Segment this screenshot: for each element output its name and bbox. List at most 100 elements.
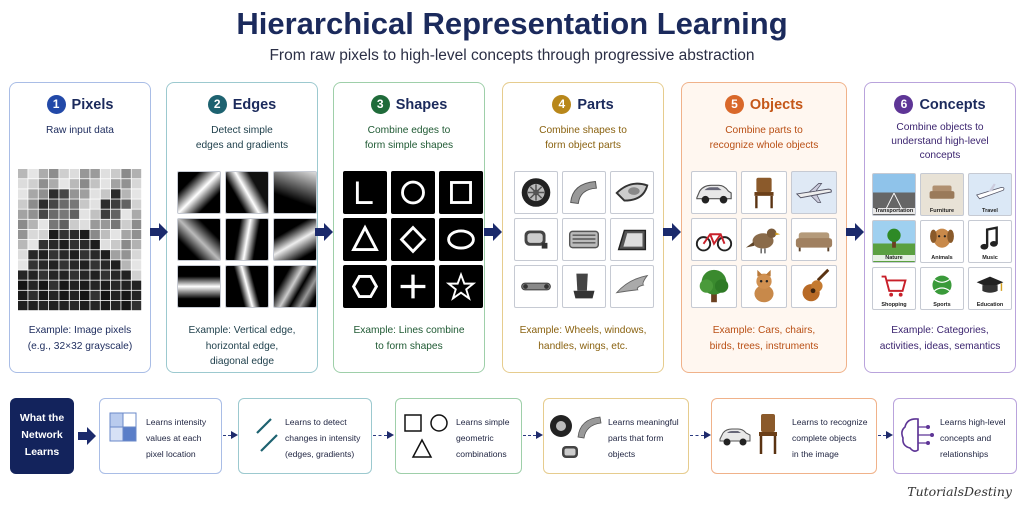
stage-title: Parts (577, 97, 613, 113)
stage-example-line: Example: Cars, chairs, (686, 323, 842, 339)
pixel-cell (49, 199, 59, 208)
car-icon (691, 171, 737, 214)
pixel-cell (111, 250, 121, 259)
dashed-connector (690, 435, 704, 436)
pixel-cell (132, 291, 142, 300)
pixel-cell (90, 250, 100, 259)
square-shape-icon (439, 171, 483, 214)
pixel-cell (70, 189, 80, 198)
flow-arrow-icon (483, 222, 503, 242)
learns-text-line: values at each (146, 430, 206, 446)
concept-label: Shopping (873, 302, 915, 308)
pixel-cell (101, 210, 111, 219)
pixel-cell (132, 250, 142, 259)
pixel-cell (80, 260, 90, 269)
learns-label-line: Network (10, 427, 74, 444)
wing-icon (610, 265, 654, 308)
page-subtitle: From raw pixels to high-level concepts t… (0, 47, 1024, 65)
concept-education: Education (968, 267, 1012, 310)
pixel-cell (28, 281, 38, 290)
bird-icon (741, 218, 787, 261)
pixel-cell (111, 179, 121, 188)
stage-title: Pixels (72, 97, 114, 113)
stage-example-line: to form shapes (338, 339, 480, 355)
stage-example-line: birds, trees, instruments (686, 339, 842, 355)
pixel-cell (49, 169, 59, 178)
pixel-cell (80, 291, 90, 300)
learns-text-line: parts that form (608, 430, 679, 446)
pixel-cell (101, 301, 111, 310)
pixel-cell (121, 189, 131, 198)
geometric-shapes-icon (402, 412, 454, 462)
pixel-cell (132, 210, 142, 219)
edge-filter-vertical (225, 218, 269, 261)
pixel-cell (121, 250, 131, 259)
pixel-cell (111, 270, 121, 279)
guitar-icon (791, 265, 837, 308)
pixel-cell (70, 281, 80, 290)
concept-label: Transportation (873, 208, 915, 214)
learns-text-line: relationships (940, 446, 1005, 462)
pixel-cell (49, 260, 59, 269)
plus-shape-icon (391, 265, 435, 308)
flow-arrow-icon (77, 426, 97, 446)
stage-number-badge: 6 (894, 95, 913, 114)
pixel-cell (121, 230, 131, 239)
concept-label: Nature (873, 255, 915, 261)
pixel-cell (101, 189, 111, 198)
edge-filter-diagonal (273, 218, 317, 261)
concept-label: Travel (969, 208, 1011, 214)
pixel-cell (90, 270, 100, 279)
learns-text-line: in the image (792, 446, 867, 462)
learns-text-line: pixel location (146, 446, 206, 462)
stage-description-line: Combine parts to (686, 123, 842, 138)
learns-text-line: Learns intensity (146, 414, 206, 430)
pixel-cell (132, 230, 142, 239)
dashed-connector (523, 435, 536, 436)
learns-box-concepts: Learns high-level concepts and relations… (893, 398, 1017, 474)
pixel-cell (90, 199, 100, 208)
pixel-cell (49, 210, 59, 219)
pixel-cell (121, 210, 131, 219)
stage-description-line: recognize whole objects (686, 138, 842, 153)
cat-icon (741, 265, 787, 308)
pixel-cell (121, 281, 131, 290)
page-title: Hierarchical Representation Learning (0, 6, 1024, 42)
dashed-arrowhead-icon (886, 431, 893, 439)
dashed-arrowhead-icon (231, 431, 238, 439)
edge-filter-diagonal (177, 171, 221, 214)
pixel-cell (28, 220, 38, 229)
brand-logo: TutorialsDestiny (907, 484, 1012, 499)
learns-text-line: Learns meaningful (608, 414, 679, 430)
stage-example-line: diagonal edge (171, 354, 313, 370)
stage-description-line: edges and gradients (171, 138, 313, 153)
pixel-cell (18, 230, 28, 239)
stage-number-badge: 2 (208, 95, 227, 114)
pixel-cell (80, 250, 90, 259)
stage-description-line: Detect simple (171, 123, 313, 138)
stage-example-line: Example: Lines combine (338, 323, 480, 339)
stage-number-badge: 5 (725, 95, 744, 114)
pixel-cell (59, 260, 69, 269)
pixel-cell (70, 250, 80, 259)
pixel-cell (39, 199, 49, 208)
seat-icon (562, 265, 606, 308)
pixel-cell (132, 179, 142, 188)
stage-example-line: horizontal edge, (171, 339, 313, 355)
pixel-cell (70, 179, 80, 188)
concept-label: Sports (921, 302, 963, 308)
star-shape-icon (439, 265, 483, 308)
concept-label: Education (969, 302, 1011, 308)
learns-text-line: (edges, gradients) (285, 446, 360, 462)
l-shape-icon (343, 171, 387, 214)
pixel-cell (90, 291, 100, 300)
pixel-cell (18, 210, 28, 219)
stage-title: Concepts (919, 97, 985, 113)
pixel-cell (101, 250, 111, 259)
pixel-cell (70, 199, 80, 208)
pixel-cell (80, 230, 90, 239)
stage-number-badge: 3 (371, 95, 390, 114)
grille-icon (562, 218, 606, 261)
pixel-cell (28, 179, 38, 188)
